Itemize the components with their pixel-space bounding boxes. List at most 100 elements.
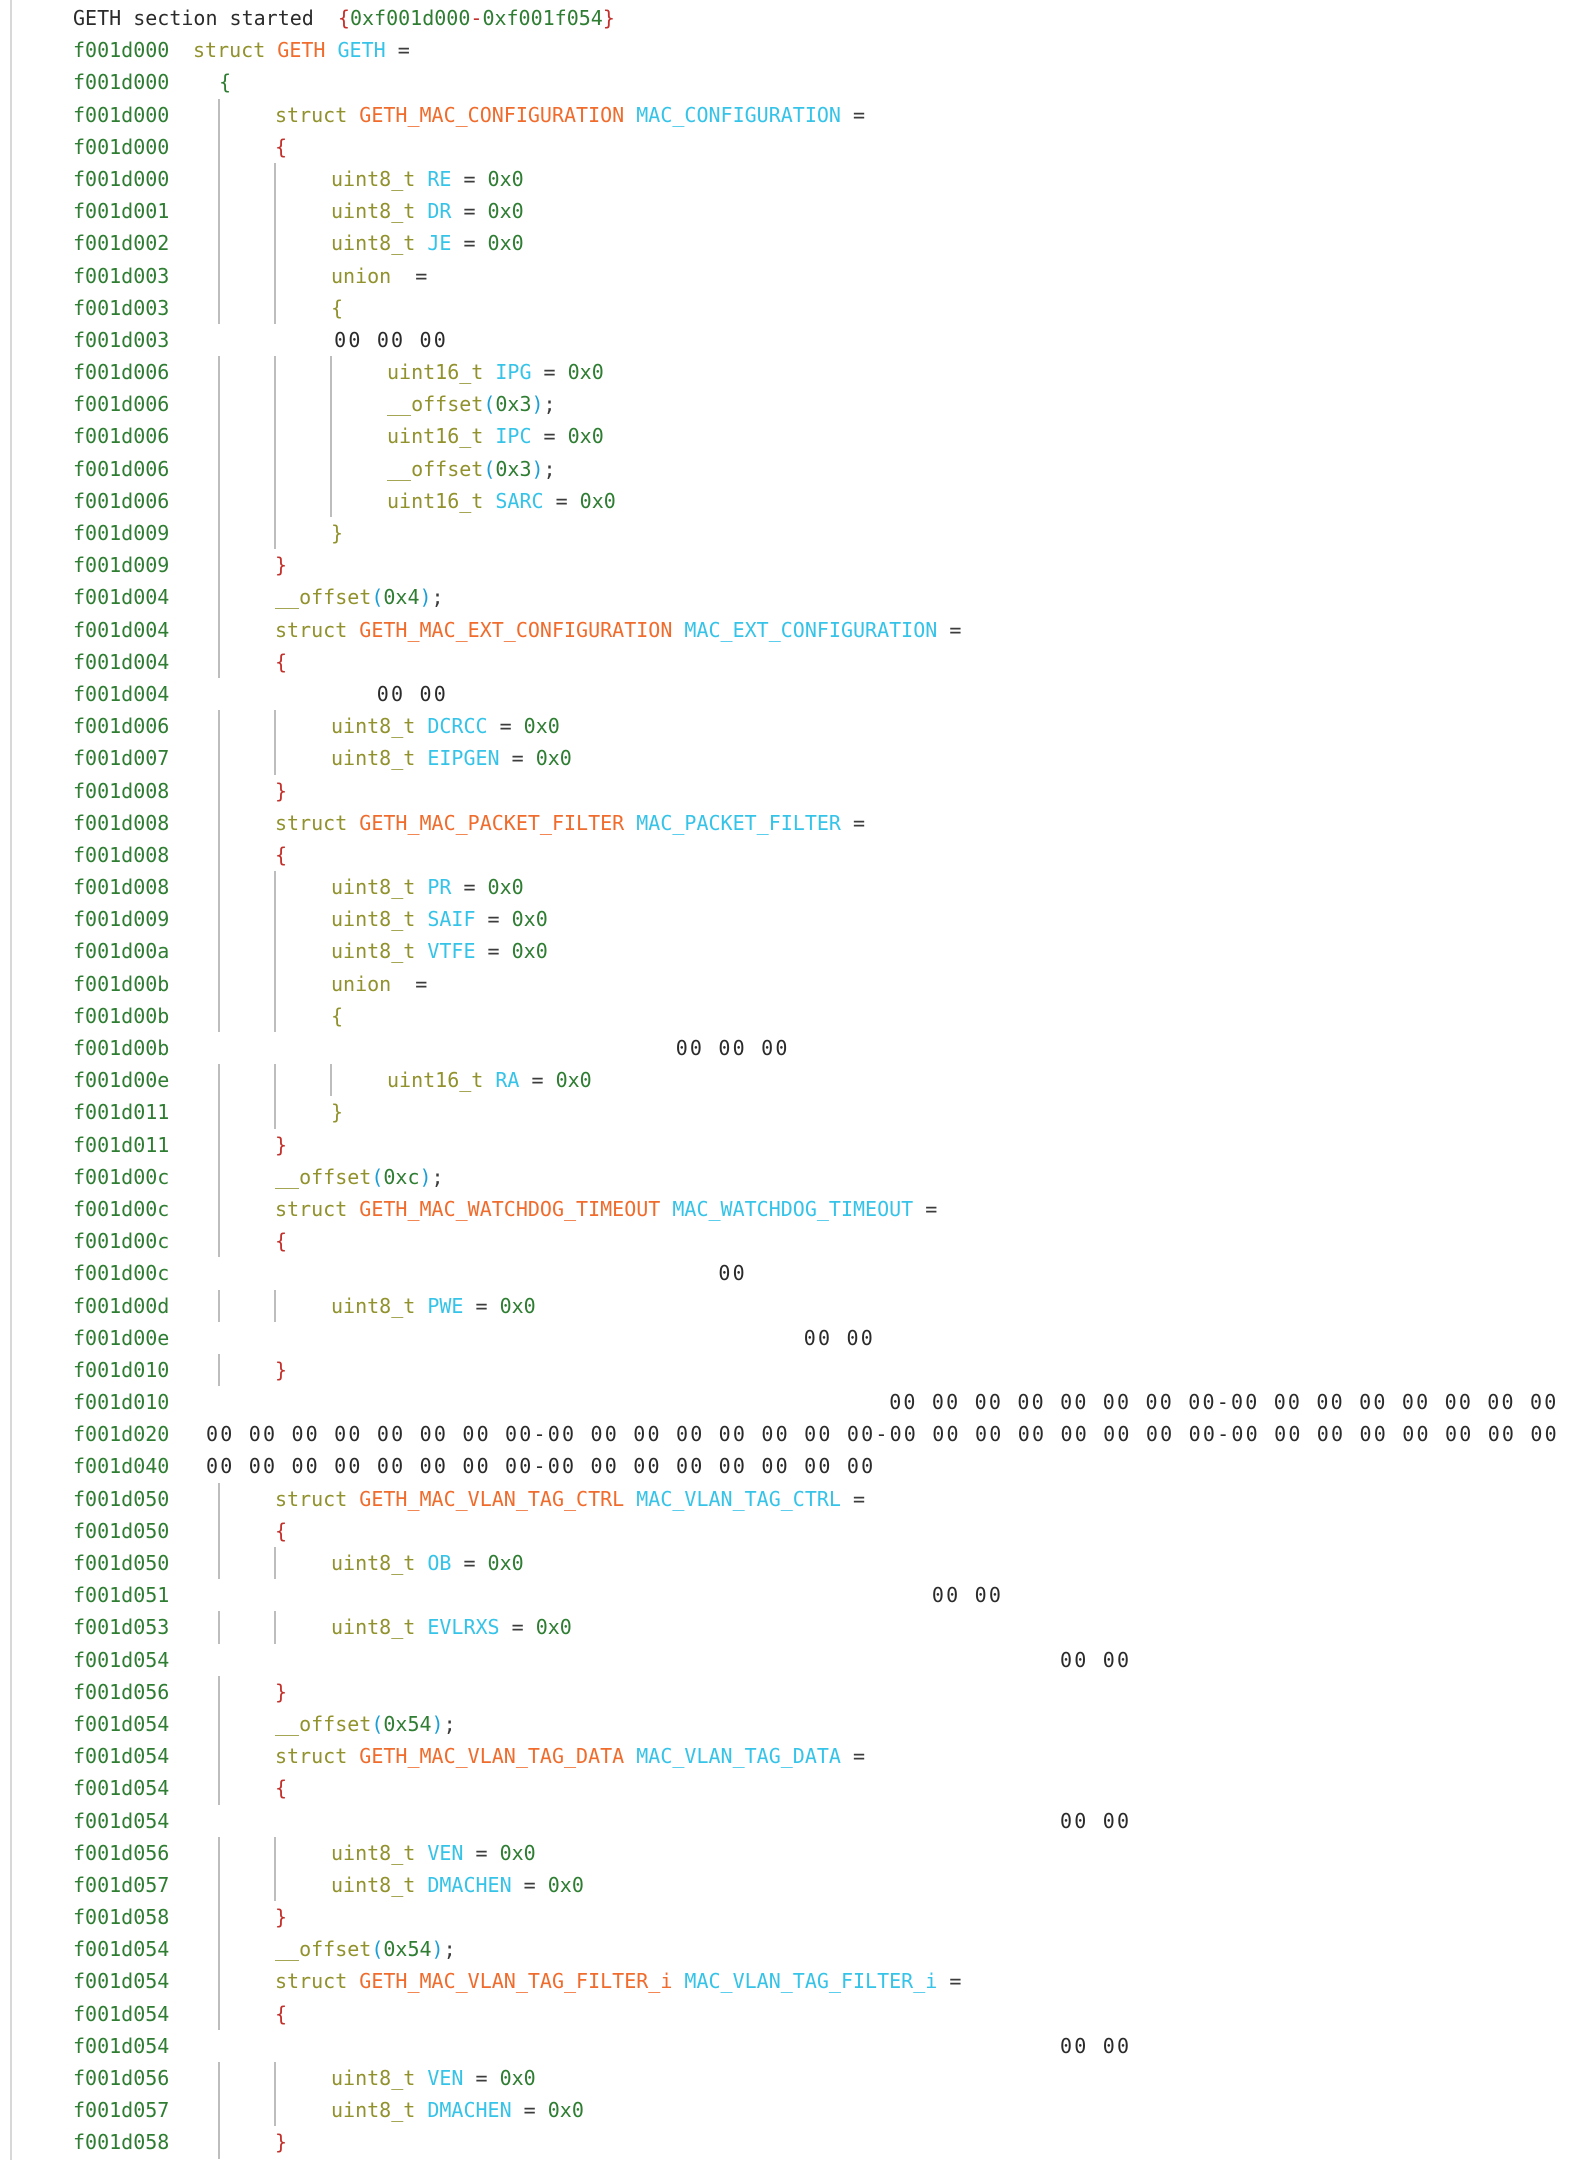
token-keyword: uint8_t <box>331 1551 428 1575</box>
code-text: union = <box>331 260 427 292</box>
token-paren: ) <box>531 392 544 417</box>
token-space <box>672 1969 684 1993</box>
code-text: { <box>219 66 231 98</box>
token-operator: = <box>499 746 536 771</box>
code-text: __offset(0x54); <box>275 1708 456 1740</box>
address: f001d009 <box>73 907 170 932</box>
indent-guide <box>218 130 220 163</box>
token-keyword: __offset <box>275 1937 372 1962</box>
token-keyword: uint8_t <box>331 714 428 739</box>
token-brace: { <box>275 2001 288 2026</box>
token-operator: ; <box>431 1164 444 1189</box>
address: f001d056 <box>73 1679 170 1704</box>
token-paren: ( <box>483 456 496 481</box>
struct-dump-pane[interactable]: GETH section started {0xf001d000-0xf001f… <box>10 0 1572 2160</box>
address: f001d009 <box>73 553 170 578</box>
address: f001d00d <box>73 1293 170 1318</box>
token-keyword: uint8_t <box>331 1293 428 1318</box>
line-content: uint8_t EVLRXS = 0x0 <box>193 1611 1572 1644</box>
address: f001d003 <box>73 263 170 288</box>
token-field-name: EIPGEN <box>427 746 500 771</box>
dump-line: f001d006 uint16_t IPG = 0x0 <box>12 356 1572 389</box>
token-operator: ; <box>443 1937 456 1962</box>
token-brace: - <box>470 6 483 30</box>
dump-line: f001d054__offset(0x54); <box>12 1707 1572 1741</box>
token-field-name: RA <box>495 1068 520 1093</box>
line-content: { <box>193 645 1572 678</box>
token-type-name: GETH_MAC_VLAN_TAG_CTRL <box>359 1486 625 1511</box>
code-text: } <box>275 1901 287 1933</box>
address: f001d054 <box>73 1744 170 1769</box>
address: f001d056 <box>73 2066 170 2090</box>
hex-bytes: 00 00 <box>1060 2033 1132 2058</box>
token-keyword: struct <box>275 617 360 642</box>
address: f001d008 <box>73 842 170 867</box>
code-text: uint8_t DMACHEN = 0x0 <box>331 2094 584 2126</box>
indent-guide <box>274 227 276 260</box>
indent-guide <box>218 1289 220 1322</box>
token-value: 0x0 <box>511 939 548 964</box>
token-value: 0xf001f054 <box>482 6 603 30</box>
token-value: 0x0 <box>487 199 524 224</box>
indent-guide <box>218 195 220 228</box>
token-paren: ) <box>431 1711 444 1736</box>
indent-guide <box>274 1289 276 1322</box>
address: f001d006 <box>73 360 170 385</box>
code-text: uint8_t EIPGEN = 0x0 <box>331 742 572 774</box>
code-text: { <box>275 131 287 163</box>
dump-line: f001d056 uint8_t VEN = 0x0 <box>12 2062 1572 2095</box>
line-content: 00 00 00 00 00 00 00 00-00 00 00 00 00 0… <box>193 1386 1572 1418</box>
token-operator: = <box>451 231 488 256</box>
token-keyword: uint16_t <box>387 1068 496 1093</box>
indent-guide <box>274 1064 276 1097</box>
indent-guide <box>218 291 220 324</box>
line-content: } <box>193 1128 1572 1161</box>
dump-line: f001d054{ <box>12 1772 1572 1805</box>
token-keyword: struct <box>275 810 360 835</box>
indent-guide <box>218 484 220 517</box>
code-text: uint8_t PWE = 0x0 <box>331 1290 536 1322</box>
indent-guide <box>218 1740 220 1773</box>
line-content: uint16_t IPG = 0x0 <box>193 356 1572 389</box>
line-content: { <box>193 1772 1572 1805</box>
line-content: uint16_t RA = 0x0 <box>193 1064 1572 1097</box>
address: f001d007 <box>73 746 170 771</box>
token-paren: ) <box>531 456 544 481</box>
token-paren: ( <box>371 1164 384 1189</box>
token-value: 0x0 <box>547 2098 584 2123</box>
address: f001d009 <box>73 521 170 545</box>
line-content: 00 00 00 00 00 00 00 00-00 00 00 00 00 0… <box>193 1418 1572 1450</box>
token-keyword: uint8_t <box>331 1840 428 1865</box>
token-field-name: MAC_VLAN_TAG_CTRL <box>636 1486 841 1511</box>
token-operator: ; <box>443 1711 456 1736</box>
address: f001d004 <box>73 617 170 642</box>
address: f001d054 <box>73 1969 170 1994</box>
indent-guide <box>218 1482 220 1515</box>
code-text: __offset(0x3); <box>387 453 556 485</box>
token-operator: ; <box>543 392 556 417</box>
line-content: } <box>193 2126 1572 2159</box>
token-field-name: PR <box>427 875 452 900</box>
line-content: } <box>193 1901 1572 1934</box>
indent-guide <box>218 1965 220 1998</box>
line-content: struct GETH GETH = <box>193 34 1572 66</box>
token-operator: = <box>840 102 866 127</box>
line-content: uint8_t VEN = 0x0 <box>193 2062 1572 2095</box>
token-value: 0x0 <box>535 1615 572 1640</box>
line-content: 00 00 <box>193 1579 1572 1611</box>
code-text: uint8_t RE = 0x0 <box>331 163 524 195</box>
address: f001d011 <box>73 1132 170 1157</box>
code-text: } <box>275 1676 287 1708</box>
token-space <box>314 6 338 30</box>
line-content: struct GETH_MAC_EXT_CONFIGURATION MAC_EX… <box>193 613 1572 646</box>
dump-line: f001d008{ <box>12 838 1572 872</box>
dump-line: f001d003{ <box>12 291 1572 324</box>
token-type-name: GETH_MAC_WATCHDOG_TIMEOUT <box>359 1196 661 1221</box>
token-field-name: VEN <box>427 2066 464 2090</box>
address: f001d003 <box>73 327 170 352</box>
token-keyword: struct <box>275 102 360 127</box>
